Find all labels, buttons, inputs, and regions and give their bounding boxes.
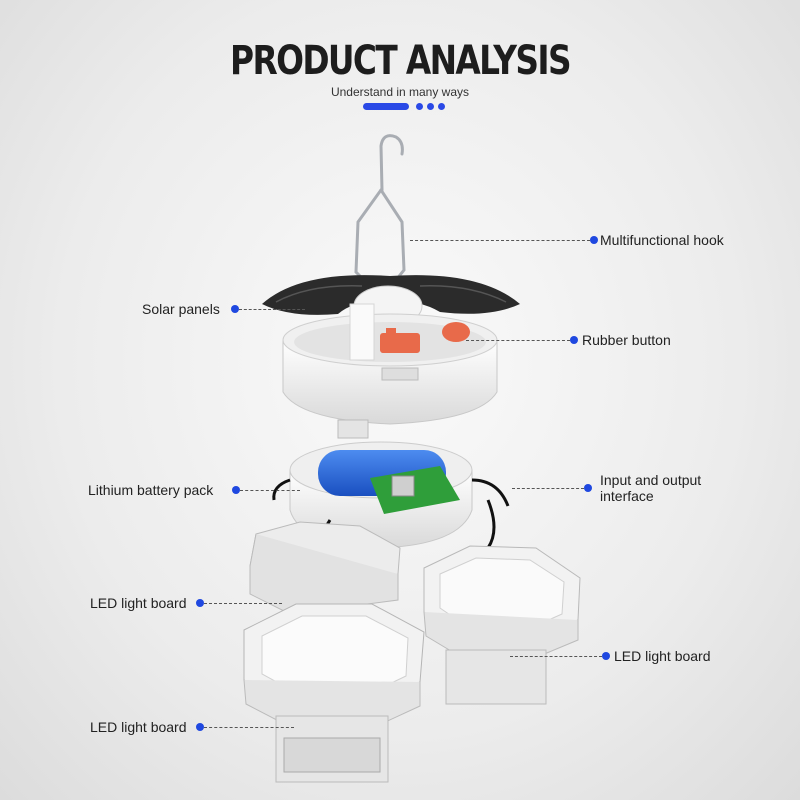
io-leader-line [512,488,584,489]
label-led-board-right: LED light board [614,648,711,664]
label-solar-panels: Solar panels [142,301,220,317]
label-led-board-left: LED light board [90,595,187,611]
indicator-dot [427,103,434,110]
hook-marker [590,236,598,244]
page-title: PRODUCT ANALYSIS [230,38,572,84]
led-board-right [423,545,581,705]
hook-leader-line [410,240,590,241]
label-led-board-bottom: LED light board [90,719,187,735]
led-right-leader-line [510,656,602,657]
label-io-line2: interface [600,488,654,504]
label-rubber-button: Rubber button [582,332,671,348]
button-marker [570,336,578,344]
led-left-leader-line [204,603,282,604]
led-bottom-leader-line [204,727,294,728]
led-right-marker [602,652,610,660]
label-lithium-battery-pack: Lithium battery pack [88,482,214,498]
led-board-front [243,603,425,783]
battery-leader-line [240,490,300,491]
label-multifunctional-hook: Multifunctional hook [600,232,724,248]
hook-part [354,134,406,282]
label-io-interface: Input and output interface [600,472,701,504]
indicator-dot [416,103,423,110]
indicator-bar [363,103,409,110]
io-marker [584,484,592,492]
top-housing-part [282,303,498,439]
led-board-back-left [249,521,401,615]
label-io-line1: Input and output [600,472,702,488]
battery-marker [232,486,240,494]
led-bottom-marker [196,723,204,731]
solar-marker [231,305,239,313]
solar-leader-line [239,309,305,310]
button-leader-line [466,340,570,341]
led-left-marker [196,599,204,607]
indicator-dot [438,103,445,110]
page-subtitle: Understand in many ways [330,85,470,99]
